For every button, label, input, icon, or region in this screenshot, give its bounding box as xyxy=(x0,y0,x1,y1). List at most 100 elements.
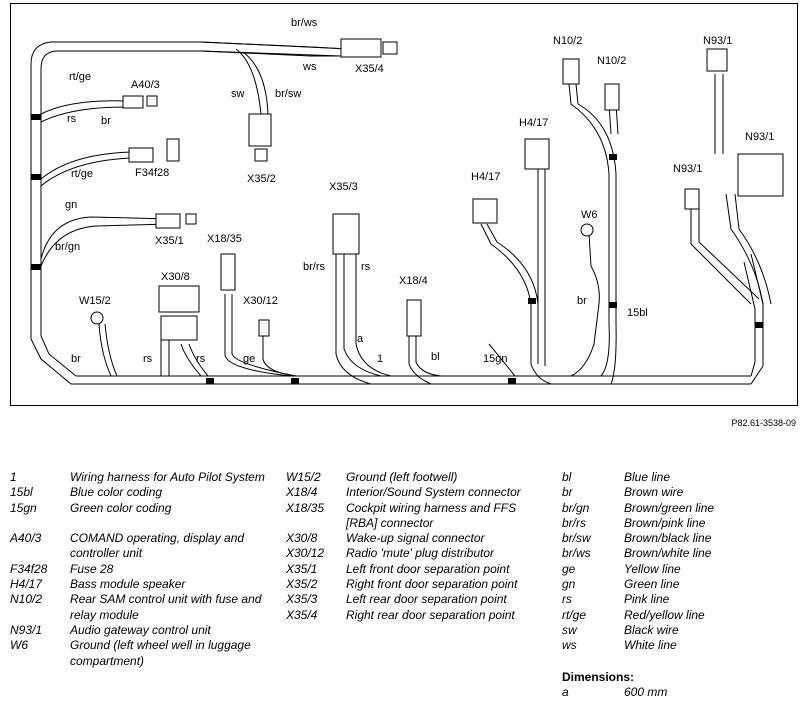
main-harness-outer xyxy=(30,41,352,385)
label-rs-top: rs xyxy=(67,113,77,125)
label-br-ws: br/ws xyxy=(291,17,318,29)
legend-description: Right rear door separation point xyxy=(346,607,515,622)
label-w6: W6 xyxy=(581,209,598,221)
label-br-w15: br xyxy=(71,353,81,365)
legend-description: Brown wire xyxy=(624,485,684,500)
label-x35-2: X35/2 xyxy=(247,173,276,185)
x35-4-connector xyxy=(340,38,382,58)
legend-code: br/sw xyxy=(562,531,591,546)
h4-17-speaker-a xyxy=(472,198,498,224)
label-n10-2-a: N10/2 xyxy=(553,35,582,47)
legend-description: COMAND operating, display and controller… xyxy=(70,531,245,561)
legend-code: X30/12 xyxy=(286,546,325,561)
legend-code: rt/ge xyxy=(562,607,587,622)
legend-code: X35/3 xyxy=(286,592,318,607)
label-a: a xyxy=(357,333,364,345)
legend-code: X30/8 xyxy=(286,531,318,546)
legend-code: N93/1 xyxy=(10,622,43,637)
legend-description: Green color coding xyxy=(70,500,172,515)
label-x35-1: X35/1 xyxy=(155,235,184,247)
legend-code: N10/2 xyxy=(10,592,43,607)
legend-code: rs xyxy=(562,592,572,607)
legend-description xyxy=(70,516,270,531)
x30-12-connector xyxy=(258,319,270,337)
label-br-gn: br/gn xyxy=(55,241,80,253)
legend-row: X30/8 Wake-up signal connector xyxy=(286,531,546,546)
legend-code: 15bl xyxy=(10,485,33,500)
legend-code: gn xyxy=(562,577,576,592)
label-br-sw: br/sw xyxy=(275,88,301,100)
x18-35-connector xyxy=(220,253,236,291)
legend-code: sw xyxy=(562,622,577,637)
legend-code: F34f28 xyxy=(10,561,48,576)
label-x35-4: X35/4 xyxy=(355,63,384,75)
legend-row: bl Blue line xyxy=(562,470,792,485)
label-n93-1-b: N93/1 xyxy=(745,131,774,143)
wiring-diagram: X35/4 br/ws ws sw br/sw X35/2 rt/ge A40/… xyxy=(30,17,784,385)
label-h4-17-a: H4/17 xyxy=(471,171,500,183)
label-ge: ge xyxy=(243,353,255,365)
legend-description: Ground (left footwell) xyxy=(346,470,458,484)
legend-description: Wake-up signal connector xyxy=(346,531,485,546)
legend-description: Radio 'mute' plug distributor xyxy=(346,546,494,561)
dimension-value: 600 mm xyxy=(624,685,668,699)
legend-description: White line xyxy=(624,638,677,653)
legend-code: ws xyxy=(562,638,577,653)
label-sw: sw xyxy=(231,88,245,100)
legend-code: X18/35 xyxy=(286,500,325,515)
legend-code: br/gn xyxy=(562,500,590,515)
legend-code: W15/2 xyxy=(286,470,321,484)
legend-code: 15gn xyxy=(10,500,37,515)
legend-description: Brown/black line xyxy=(624,531,712,546)
n10-2-unit-a xyxy=(562,58,580,85)
right-return xyxy=(750,253,764,385)
label-n93-1-a: N93/1 xyxy=(703,35,732,47)
legend-code: bl xyxy=(562,470,572,484)
legend-description: Brown/white line xyxy=(624,546,712,561)
w6-ground xyxy=(580,223,594,237)
main-harness-inner xyxy=(40,50,342,377)
label-ws: ws xyxy=(302,61,317,73)
legend-description: Yellow line xyxy=(624,561,681,576)
legend-description: Cockpit wiring harness and FFS [RBA] con… xyxy=(346,500,517,530)
legend-description: Ground (left wheel well in luggage compa… xyxy=(70,638,251,668)
x35-3-connector xyxy=(332,213,360,255)
legend-description: Fuse 28 xyxy=(70,561,114,576)
label-w15-2: W15/2 xyxy=(79,295,111,307)
label-rt-ge-top: rt/ge xyxy=(69,71,91,83)
legend-description: Blue line xyxy=(624,470,671,484)
legend-description: Left rear door separation point xyxy=(346,592,507,607)
legend-row: W15/2 Ground (left footwell) xyxy=(286,470,546,485)
legend-row: X18/35 Cockpit wiring harness and FFS [RB… xyxy=(286,501,546,532)
f34f28-fuse xyxy=(128,147,154,163)
label-br-top: br xyxy=(101,115,111,127)
legend-code: ge xyxy=(562,561,576,576)
right-return-b xyxy=(743,261,756,377)
n93-1-unit xyxy=(737,153,784,197)
x18-4-connector xyxy=(406,299,422,337)
legend-description: Wiring harness for Auto Pilot System xyxy=(70,470,265,484)
label-x18-35: X18/35 xyxy=(207,233,242,245)
label-one: 1 xyxy=(377,353,383,365)
legend-code: X35/1 xyxy=(286,561,318,576)
legend-row: X35/3 Left rear door separation point xyxy=(286,592,546,607)
label-f34f28: F34f28 xyxy=(135,167,169,179)
legend-code: br xyxy=(562,485,573,500)
legend-code: br/rs xyxy=(562,515,586,530)
label-x30-8: X30/8 xyxy=(161,271,190,283)
a40-3-connector xyxy=(122,95,144,109)
label-n10-2-b: N10/2 xyxy=(597,55,626,67)
